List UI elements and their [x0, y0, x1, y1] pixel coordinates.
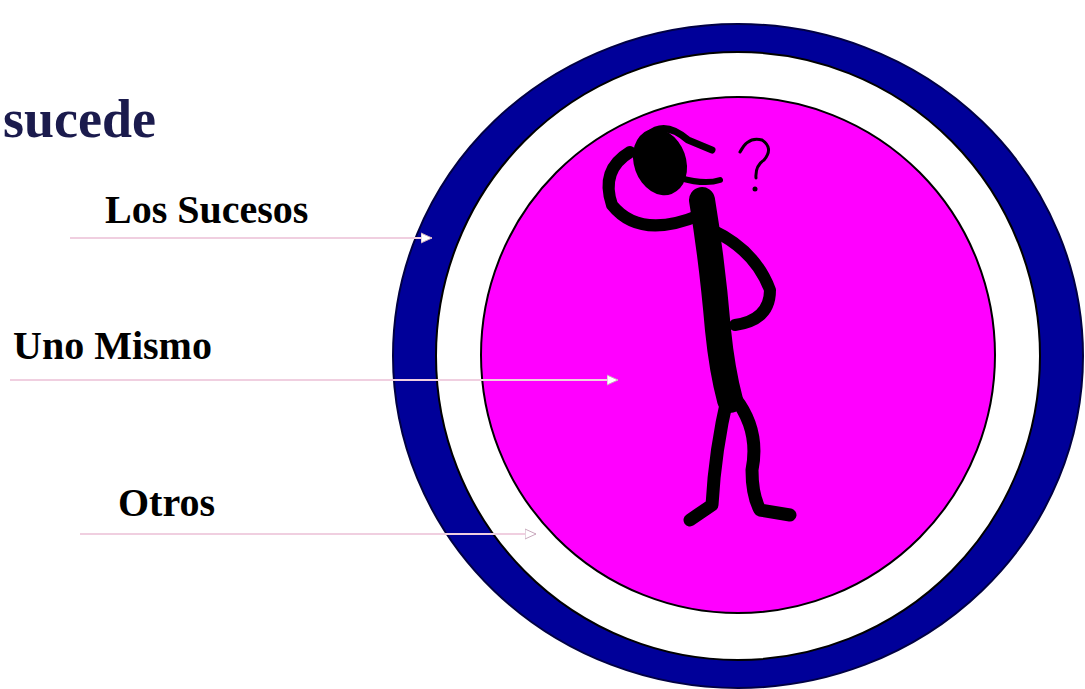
middle-ring	[436, 52, 1040, 660]
inner-circle	[481, 97, 995, 613]
region-label: Otros	[118, 483, 215, 523]
region-label: Uno Mismo	[13, 326, 212, 366]
question-mark-dot	[753, 187, 758, 192]
thinking-figure	[609, 121, 790, 520]
slide-title: sucede	[3, 92, 156, 146]
question-mark	[740, 139, 769, 178]
outer-ring	[393, 24, 1083, 688]
leader-arrow	[70, 237, 432, 239]
region-label: Los Sucesos	[105, 190, 308, 230]
leader-arrow	[80, 533, 536, 535]
leader-arrows	[10, 238, 618, 534]
leader-arrow	[10, 379, 618, 381]
